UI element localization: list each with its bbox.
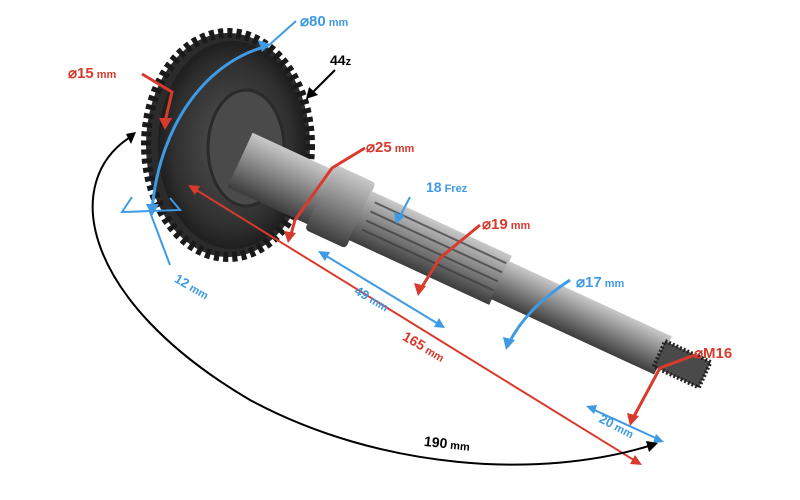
diameter-icon: ⌀ (482, 216, 492, 233)
diameter-icon: ⌀ (694, 345, 704, 362)
teeth-count-label: 44z (330, 52, 352, 68)
diameter-icon: ⌀ (576, 274, 586, 291)
shaft (227, 132, 714, 391)
diameter-icon: ⌀ (68, 65, 78, 82)
diameter-icon: ⌀ (300, 13, 310, 30)
gear (141, 28, 315, 262)
thread-label: ⌀M16 (694, 345, 733, 362)
diameter-icon: ⌀ (366, 139, 376, 156)
